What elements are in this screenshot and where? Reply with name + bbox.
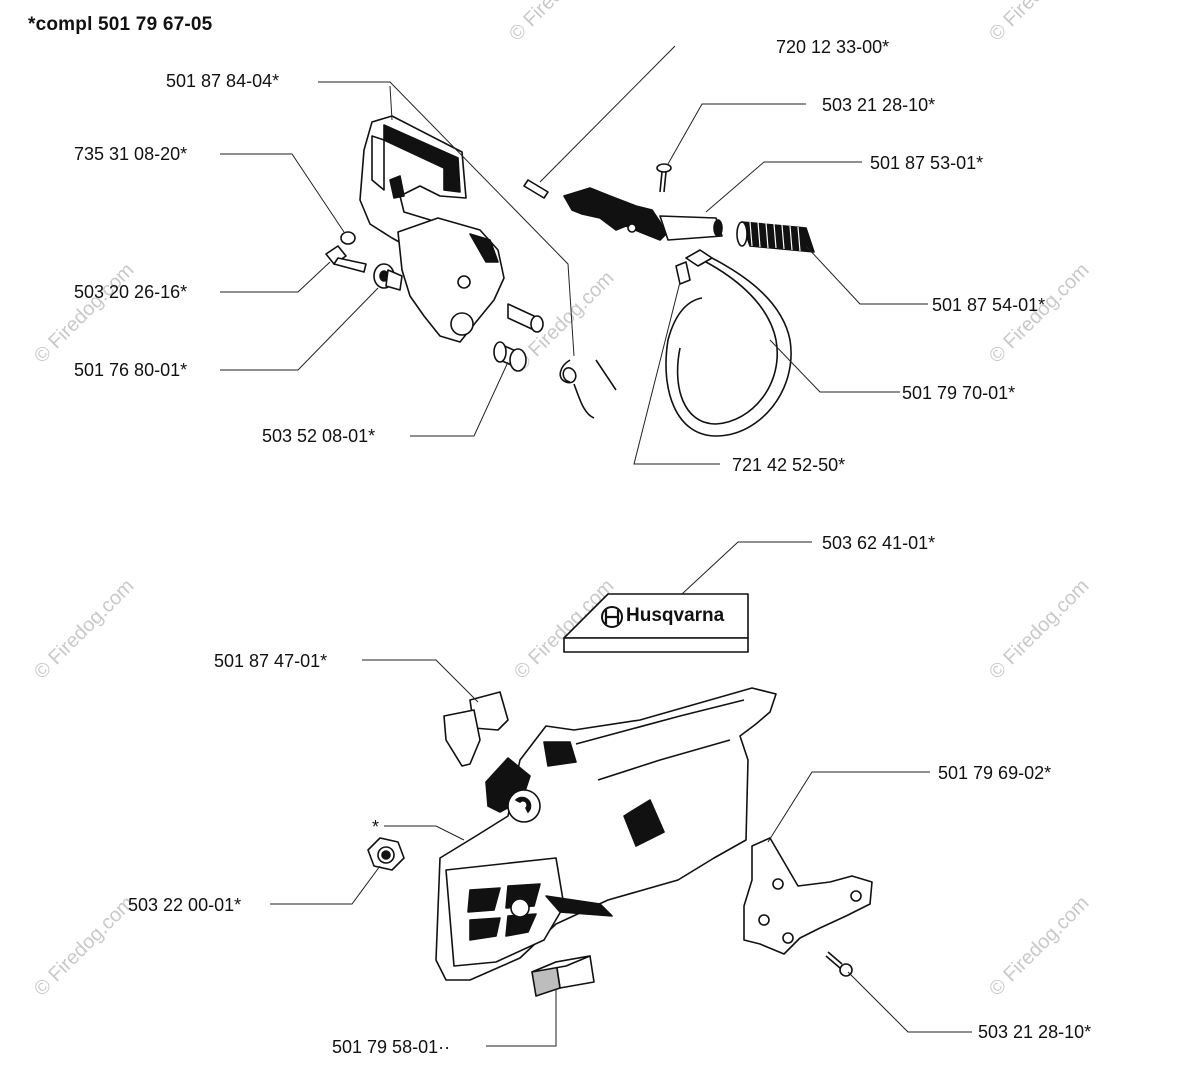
part-label: 501 76 80-01* xyxy=(74,360,188,380)
band-pin-part xyxy=(675,261,691,285)
guide-plate-part xyxy=(743,837,873,955)
part-label: 735 31 08-20* xyxy=(74,144,188,164)
washer-part xyxy=(373,263,403,291)
screw-part xyxy=(325,245,367,273)
brake-lever-part xyxy=(563,187,723,241)
part-label: 501 87 84-04* xyxy=(166,71,280,91)
block-part xyxy=(531,955,595,997)
clip-part xyxy=(443,691,509,767)
part-label: 720 12 33-00* xyxy=(776,37,890,57)
hand-guard-part xyxy=(359,115,505,343)
part-label: 501 79 69-02* xyxy=(938,763,1052,783)
part-label: 501 79 58-01·· xyxy=(332,1037,451,1057)
bushing-part xyxy=(493,341,527,372)
husqvarna-brand-text: Husqvarna xyxy=(626,605,725,626)
coil-spring-part xyxy=(736,221,815,253)
part-label: 721 42 52-50* xyxy=(732,455,846,475)
screw-part-small xyxy=(656,163,672,193)
part-label: 501 87 53-01* xyxy=(870,153,984,173)
part-label: 503 21 28-10* xyxy=(822,95,936,115)
part-label: 503 22 00-01* xyxy=(128,895,242,915)
clutch-cover-part xyxy=(435,687,777,981)
nut-part xyxy=(367,837,405,871)
husqvarna-logo-icon xyxy=(601,606,623,628)
part-label: 503 52 08-01* xyxy=(262,426,376,446)
part-label: 503 21 28-10* xyxy=(978,1022,1092,1042)
spring-pin-part xyxy=(523,179,549,199)
part-label: 501 87 54-01* xyxy=(932,295,1046,315)
torsion-spring-part xyxy=(559,359,617,419)
part-label: 503 20 26-16* xyxy=(74,282,188,302)
part-label: 501 87 47-01* xyxy=(214,651,328,671)
assembly-title: *compl 501 79 67-05 xyxy=(28,14,213,35)
part-label: * xyxy=(372,817,380,837)
part-label: 503 62 41-01* xyxy=(822,533,936,553)
part-label: 501 79 70-01* xyxy=(902,383,1016,403)
circlip-part xyxy=(340,231,356,245)
brake-band-part xyxy=(665,249,792,437)
leader-lines xyxy=(220,45,972,1047)
pin-part xyxy=(507,303,544,333)
